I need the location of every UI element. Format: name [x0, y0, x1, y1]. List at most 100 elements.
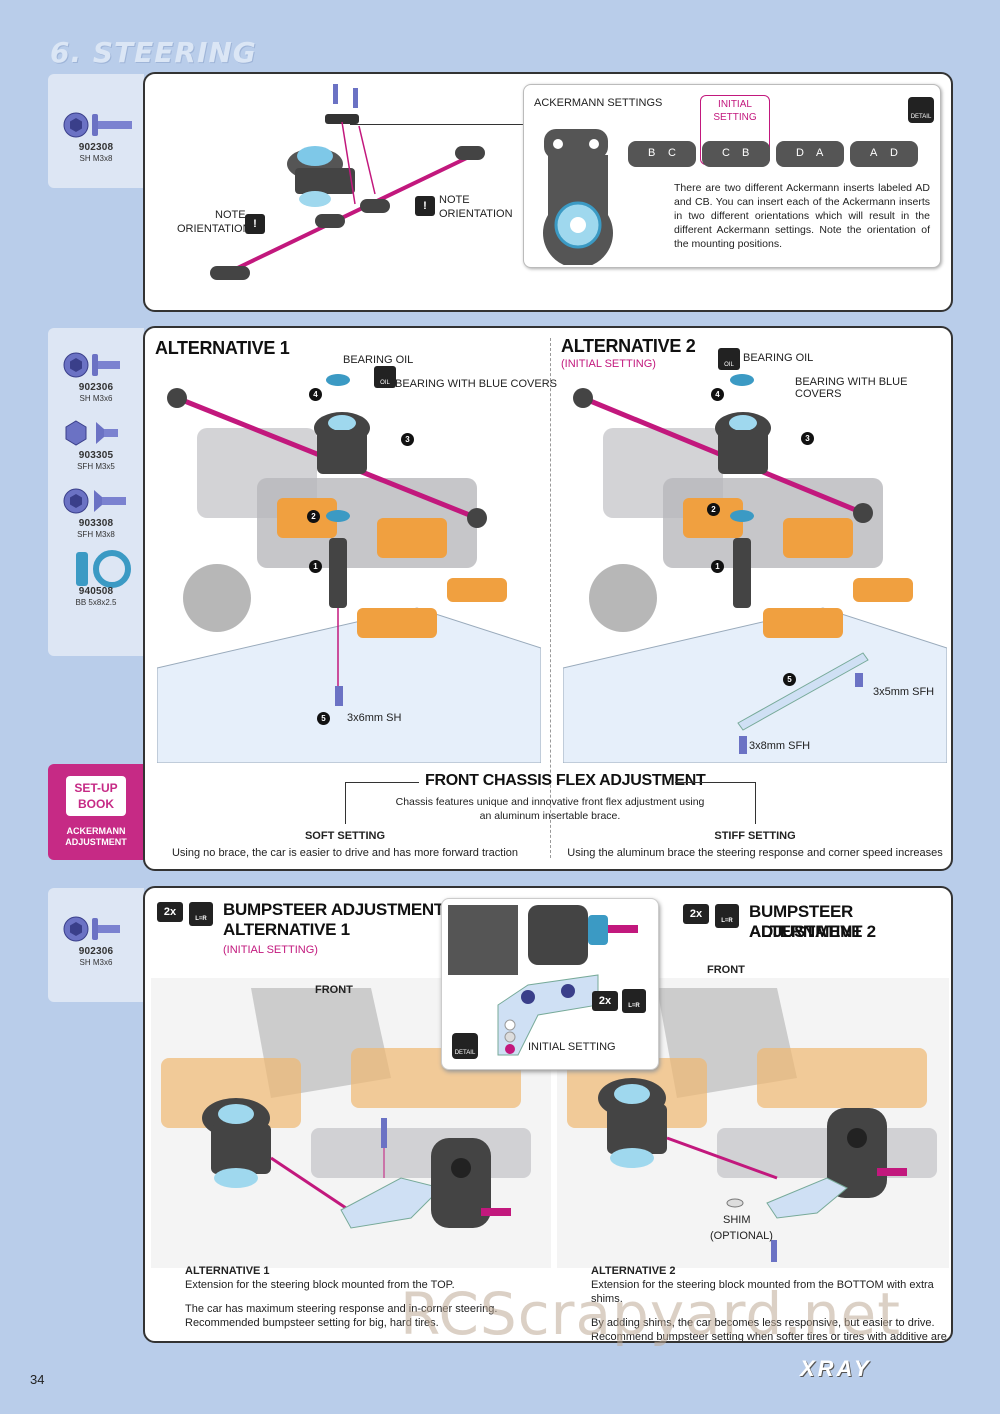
soft-setting-title: SOFT SETTING: [304, 830, 386, 842]
initial-label: INITIAL: [718, 99, 752, 110]
screw-icon: [48, 348, 144, 382]
quantity-badge: 2x: [157, 902, 183, 922]
bumpsteer-title-1: BUMPSTEER ADJUSTMENT: [223, 900, 444, 919]
flex-title: FRONT CHASSIS FLEX ADJUSTMENT: [425, 772, 706, 789]
chassis-illustration-alt2: [563, 374, 947, 763]
detail-inset: 2x L=R INITIAL SETTING DETAIL: [441, 898, 659, 1070]
parts-tab-3: 902306 SH M3x6: [48, 888, 144, 1002]
flex-text: an aluminum insertable brace.: [479, 810, 621, 822]
leader-line: [345, 782, 346, 824]
bearing-icon: [48, 550, 144, 588]
step-number: 2: [707, 503, 720, 516]
part-code: 902308: [78, 142, 114, 153]
countersunk-screw-icon: [48, 416, 144, 450]
part-item: 903308 SFH M3x8: [48, 484, 144, 540]
panel-ackermann: ! NOTE ORIENTATION ! NOTE ORIENTATION AC…: [143, 72, 953, 312]
lr-symmetry-icon: L=R: [622, 989, 646, 1013]
step-number: 5: [317, 712, 330, 725]
leader-line: [345, 782, 419, 783]
note-label: NOTE: [439, 194, 470, 206]
step-number: 1: [309, 560, 322, 573]
bearing-covers-label: BEARING WITH BLUE COVERS: [395, 378, 557, 390]
stiff-setting-text: Using the aluminum brace the steering re…: [567, 847, 943, 859]
part-code: 903308: [78, 518, 114, 529]
setup-book-label: ACKERMANN: [66, 826, 126, 836]
screw-icon: [48, 912, 144, 946]
front-label: FRONT: [707, 964, 745, 976]
leader-line: [350, 124, 525, 125]
note-label: ORIENTATION: [439, 208, 513, 220]
oil-icon: OIL: [374, 366, 396, 388]
part-item: 902306 SH M3x6: [48, 348, 144, 404]
oil-icon: OIL: [718, 348, 740, 370]
countersunk-screw-icon: [48, 484, 144, 518]
panel-bumpsteer: 2x L=R BUMPSTEER ADJUSTMENT ALTERNATIVE …: [143, 886, 953, 1343]
chassis-illustration-alt1: [157, 374, 541, 763]
steering-arm-icon: [543, 129, 613, 265]
part-desc: SFH M3x5: [77, 462, 115, 471]
warning-icon: !: [415, 196, 435, 216]
screw-icon: [48, 108, 144, 142]
leader-line: [755, 782, 756, 824]
bearing-oil-label: BEARING OIL: [743, 352, 814, 364]
alt2-subtitle: (INITIAL SETTING): [561, 358, 656, 370]
part-desc: BB 5x8x2.5: [75, 598, 117, 607]
bumpsteer-title-2b: ALTERNATIVE 2: [749, 922, 876, 941]
extension-detail-illustration: [448, 905, 638, 1056]
page-number: 34: [30, 1372, 45, 1387]
caption-alt2: ALTERNATIVE 2 Extension for the steering…: [591, 1265, 947, 1343]
part-code: 902306: [78, 382, 114, 393]
caption-alt1: ALTERNATIVE 1 Extension for the steering…: [185, 1265, 498, 1329]
detail-icon: DETAIL: [452, 1033, 478, 1059]
part-desc: SFH M3x8: [77, 530, 115, 539]
note-label: ORIENTATION: [177, 223, 251, 235]
screw-label: 3x6mm SH: [347, 712, 402, 724]
part-code: 902306: [78, 946, 114, 957]
bumpsteer-illustration-alt2: [557, 978, 949, 1268]
screw-label: 3x5mm SFH: [873, 686, 935, 698]
brand-logo: XRAY: [800, 1356, 872, 1381]
ackermann-text: There are two different Ackermann insert…: [674, 182, 930, 250]
setup-book-label: ADJUSTMENT: [65, 837, 127, 847]
parts-tab-1: 902308 SH M3x8: [48, 74, 144, 188]
optional-label: (OPTIONAL): [710, 1230, 773, 1242]
part-desc: SH M3x8: [79, 154, 113, 163]
alt1-title: ALTERNATIVE 1: [155, 338, 290, 358]
setting-label: SETTING: [713, 112, 757, 123]
alt2-title: ALTERNATIVE 2: [561, 336, 696, 356]
part-item: 940508 BB 5x8x2.5: [48, 550, 144, 608]
shim-label: SHIM: [723, 1214, 751, 1226]
step-number: 3: [401, 433, 414, 446]
stiff-setting-title: STIFF SETTING: [714, 830, 796, 842]
quantity-badge: 2x: [592, 991, 618, 1011]
step-number: 1: [711, 560, 724, 573]
part-code: 903305: [78, 450, 114, 461]
part-desc: SH M3x6: [79, 958, 113, 967]
step-number: 2: [307, 510, 320, 523]
panel-chassis-flex: ALTERNATIVE 1 ALTERNATIVE 2 (INITIAL SET…: [143, 326, 953, 871]
warning-icon: !: [245, 214, 265, 234]
detail-icon: DETAIL: [908, 97, 934, 123]
steering-linkage-illustration: [210, 84, 485, 280]
quantity-badge: 2x: [683, 904, 709, 924]
initial-setting-label: INITIAL SETTING: [528, 1041, 616, 1053]
parts-tab-2: 902306 SH M3x6 903305 SFH M3x5 903308 SF…: [48, 328, 144, 656]
bumpsteer-title-2: BUMPSTEER ADJUSTMENT: [749, 902, 863, 941]
front-label: FRONT: [315, 984, 353, 996]
leader-line: [675, 782, 755, 783]
part-item: 902306 SH M3x6: [48, 912, 144, 968]
step-number: 5: [783, 673, 796, 686]
page-title: 6. STEERING: [50, 36, 257, 69]
bearing-oil-label: BEARING OIL: [343, 354, 414, 366]
bumpsteer-title-1b: ALTERNATIVE 1: [223, 920, 350, 939]
bumpsteer-subtitle: (INITIAL SETTING): [223, 944, 318, 956]
ackermann-title: ACKERMANN SETTINGS: [534, 97, 663, 109]
lr-symmetry-icon: L=R: [189, 902, 213, 926]
screw-label: 3x8mm SFH: [749, 740, 811, 752]
